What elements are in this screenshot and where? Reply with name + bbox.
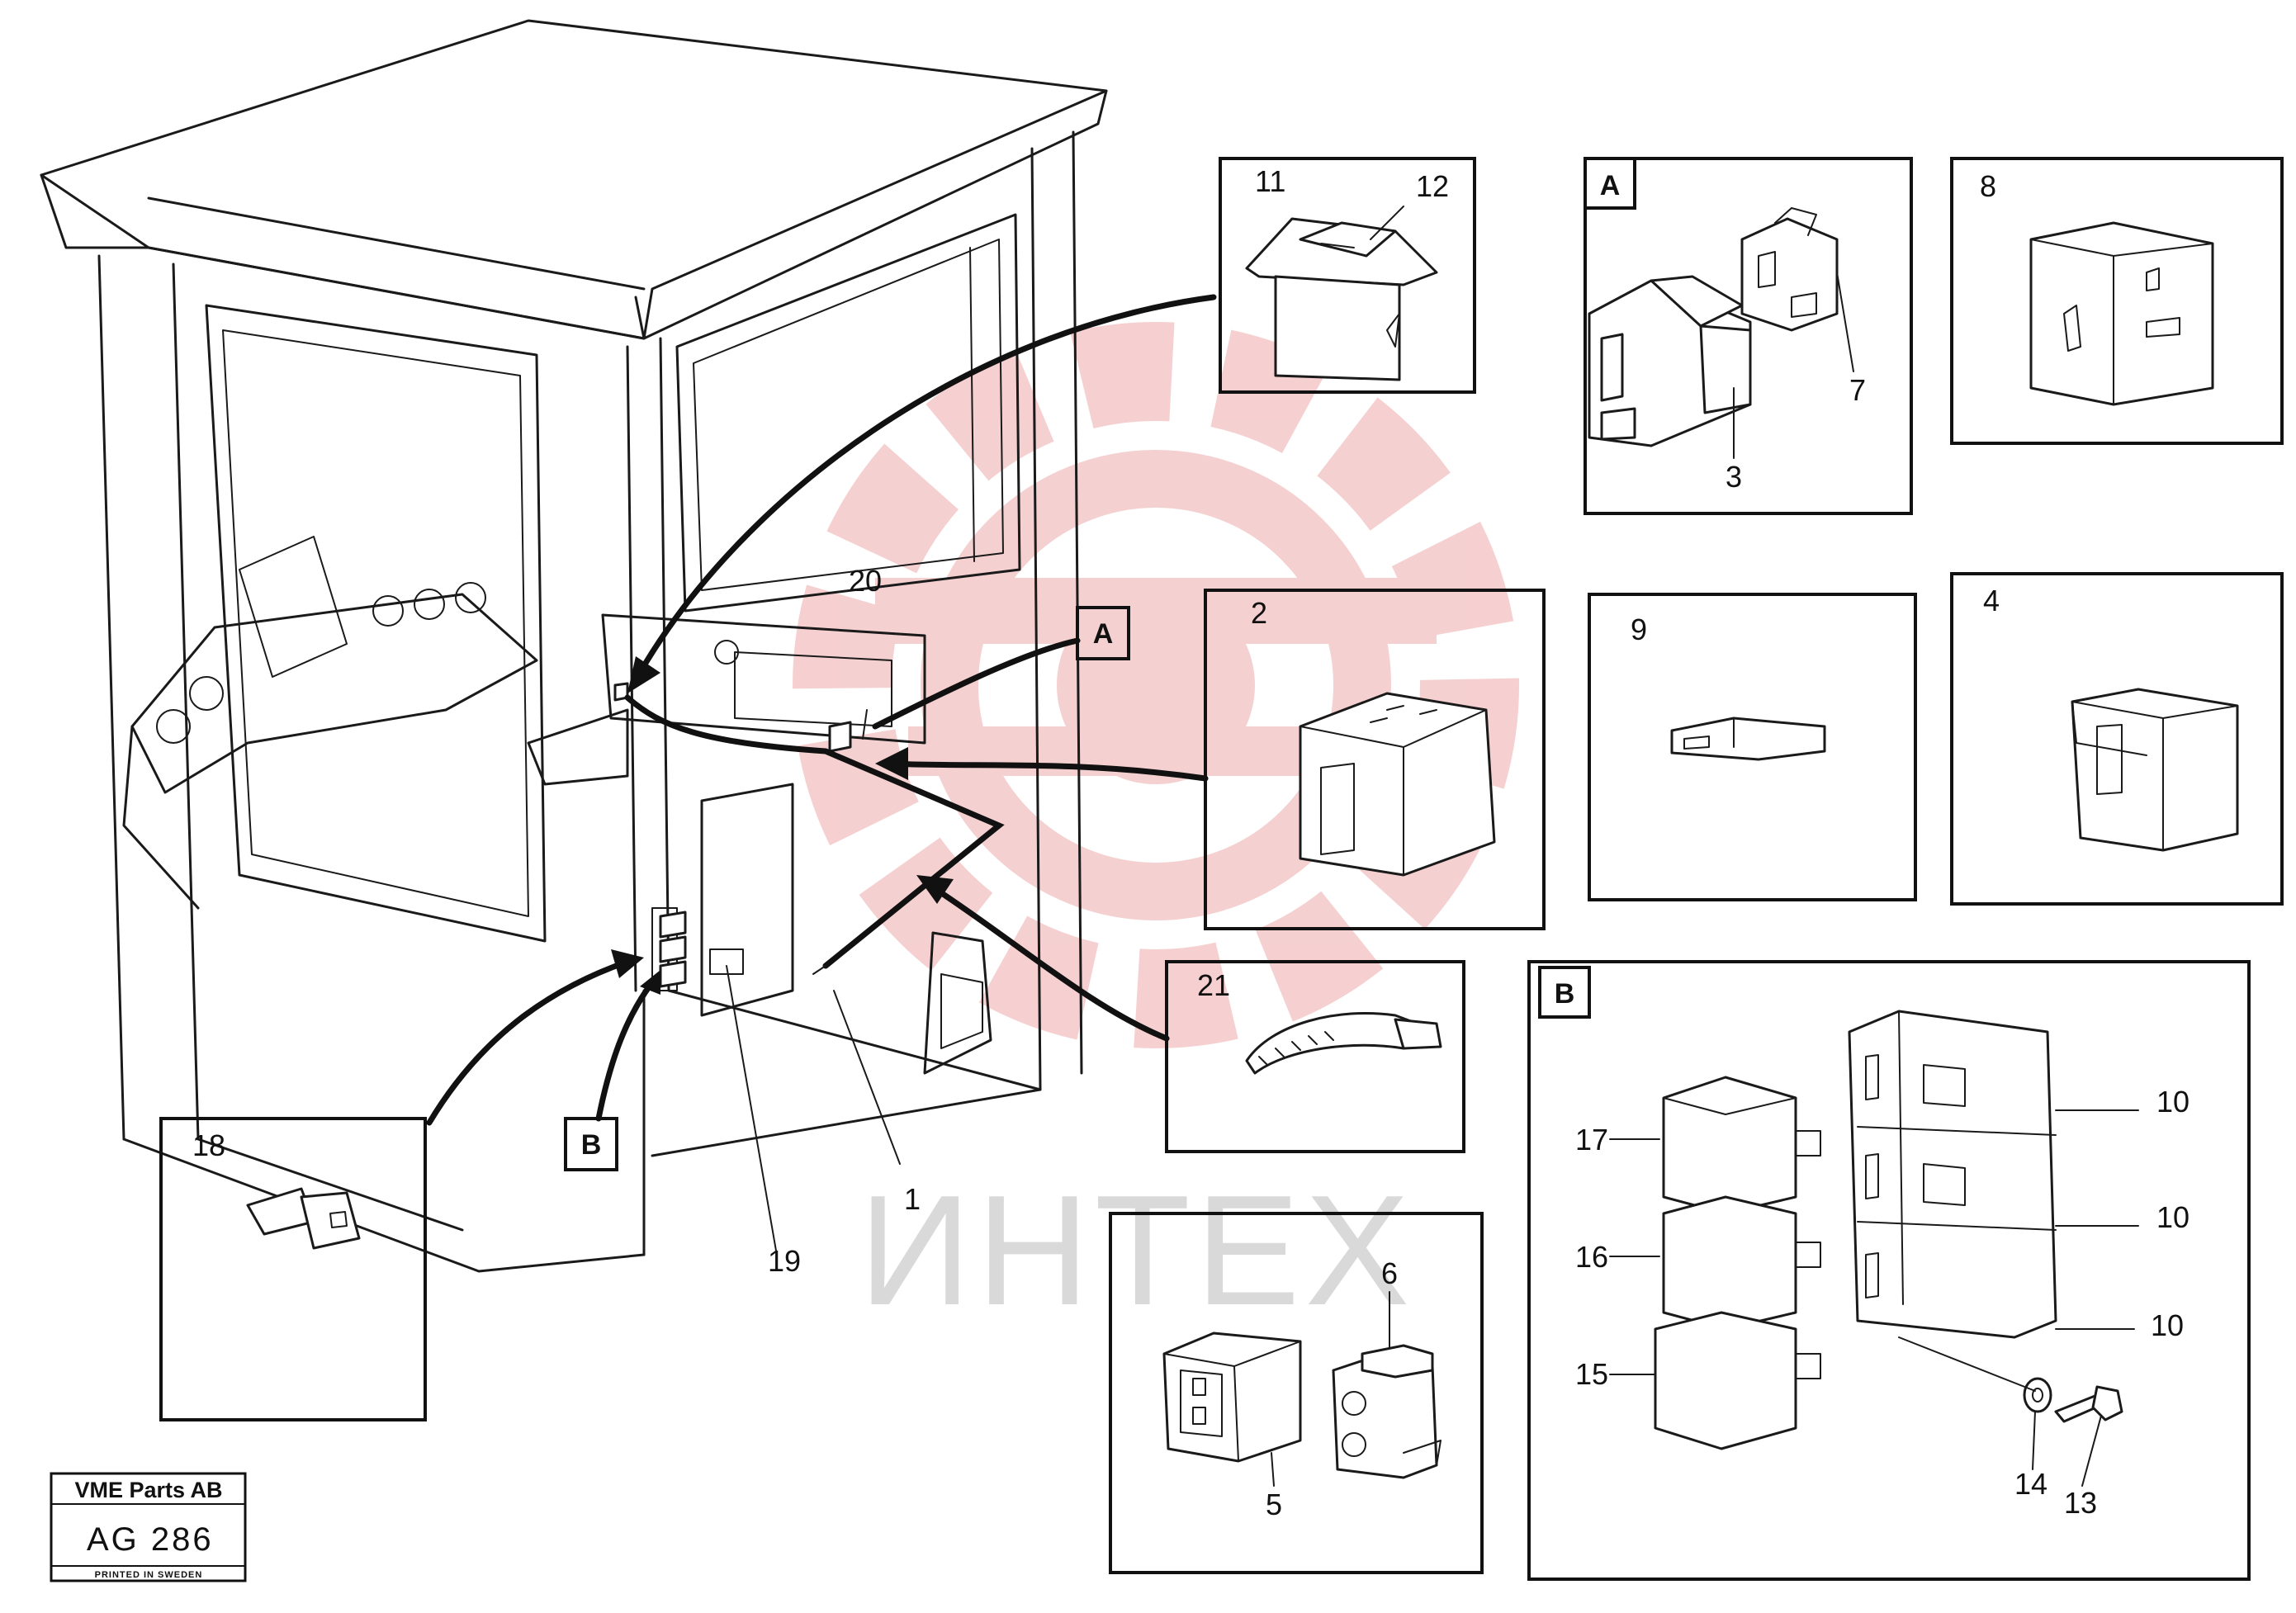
watermark-text: ИНТЕХ bbox=[859, 1163, 1414, 1338]
callout-a-text: A bbox=[1093, 618, 1114, 650]
relay-holder-icon bbox=[1848, 1010, 2057, 1339]
printed-note: PRINTED IN SWEDEN bbox=[95, 1570, 203, 1580]
detail-box-2: 2 bbox=[1204, 589, 1546, 930]
label-14: 14 bbox=[2014, 1467, 2047, 1501]
relay-housing-icon bbox=[1299, 692, 1496, 877]
label-16: 16 bbox=[1575, 1240, 1608, 1274]
detail-box-4: 4 bbox=[1950, 572, 2284, 906]
label-19: 19 bbox=[768, 1244, 801, 1278]
plug-connector-icon bbox=[1162, 1332, 1302, 1463]
label-15: 15 bbox=[1575, 1357, 1608, 1391]
label-8: 8 bbox=[1980, 169, 1996, 203]
label-3: 3 bbox=[1726, 460, 1742, 494]
label-18: 18 bbox=[192, 1128, 225, 1162]
callout-b-text: B bbox=[581, 1129, 602, 1161]
cab-outline-icon bbox=[40, 19, 1108, 1273]
drawing-code: AG 286 bbox=[87, 1521, 214, 1558]
title-block: VME Parts AB AG 286 PRINTED IN SWEDEN bbox=[50, 1472, 247, 1582]
detail-a-text: A bbox=[1600, 170, 1621, 201]
connector-icon bbox=[1588, 207, 1839, 447]
label-10c: 10 bbox=[2151, 1308, 2184, 1342]
bolt-icon bbox=[2054, 1385, 2123, 1423]
relay-base-icon bbox=[2071, 688, 2239, 852]
relay-icon bbox=[1654, 1076, 1821, 1450]
company-name: VME Parts AB bbox=[74, 1478, 222, 1502]
label-10a: 10 bbox=[2156, 1085, 2189, 1119]
label-11: 11 bbox=[1255, 164, 1285, 198]
relay-socket-icon bbox=[2029, 221, 2214, 406]
detail-box-21: 21 bbox=[1165, 960, 1465, 1153]
washer-icon bbox=[2023, 1377, 2052, 1413]
inline-connector-icon bbox=[246, 1187, 361, 1250]
detail-box-5-6: 6 5 bbox=[1109, 1212, 1484, 1574]
rocker-switch-icon bbox=[1245, 206, 1438, 381]
detail-box-18: 18 bbox=[159, 1117, 427, 1421]
connector-9-icon bbox=[1670, 717, 1826, 761]
label-9: 9 bbox=[1631, 613, 1647, 646]
callout-arrows bbox=[426, 294, 1217, 1251]
detail-box-8: 8 bbox=[1950, 157, 2284, 445]
detail-box-a: A 7 3 bbox=[1584, 157, 1913, 515]
label-13: 13 bbox=[2064, 1486, 2097, 1520]
detail-box-9: 9 bbox=[1588, 593, 1917, 901]
label-20: 20 bbox=[849, 564, 882, 598]
cable-tie-icon bbox=[1245, 1012, 1442, 1075]
callout-a-marker: A bbox=[1076, 606, 1130, 660]
label-5: 5 bbox=[1266, 1488, 1282, 1521]
label-4: 4 bbox=[1983, 584, 2000, 617]
label-10b: 10 bbox=[2156, 1200, 2189, 1234]
detail-box-rocker-switch: 11 12 bbox=[1219, 157, 1476, 394]
label-6: 6 bbox=[1381, 1256, 1398, 1290]
callout-b-marker: B bbox=[564, 1117, 618, 1171]
label-2: 2 bbox=[1251, 596, 1267, 630]
label-7: 7 bbox=[1849, 373, 1866, 407]
label-21: 21 bbox=[1197, 968, 1230, 1002]
detail-b-text: B bbox=[1555, 978, 1575, 1010]
watermark-gear-icon bbox=[793, 322, 1519, 1048]
label-1: 1 bbox=[904, 1182, 921, 1216]
label-12: 12 bbox=[1416, 169, 1449, 203]
socket-connector-icon bbox=[1332, 1344, 1442, 1479]
label-17: 17 bbox=[1575, 1123, 1608, 1157]
detail-box-b: B bbox=[1527, 960, 2251, 1581]
